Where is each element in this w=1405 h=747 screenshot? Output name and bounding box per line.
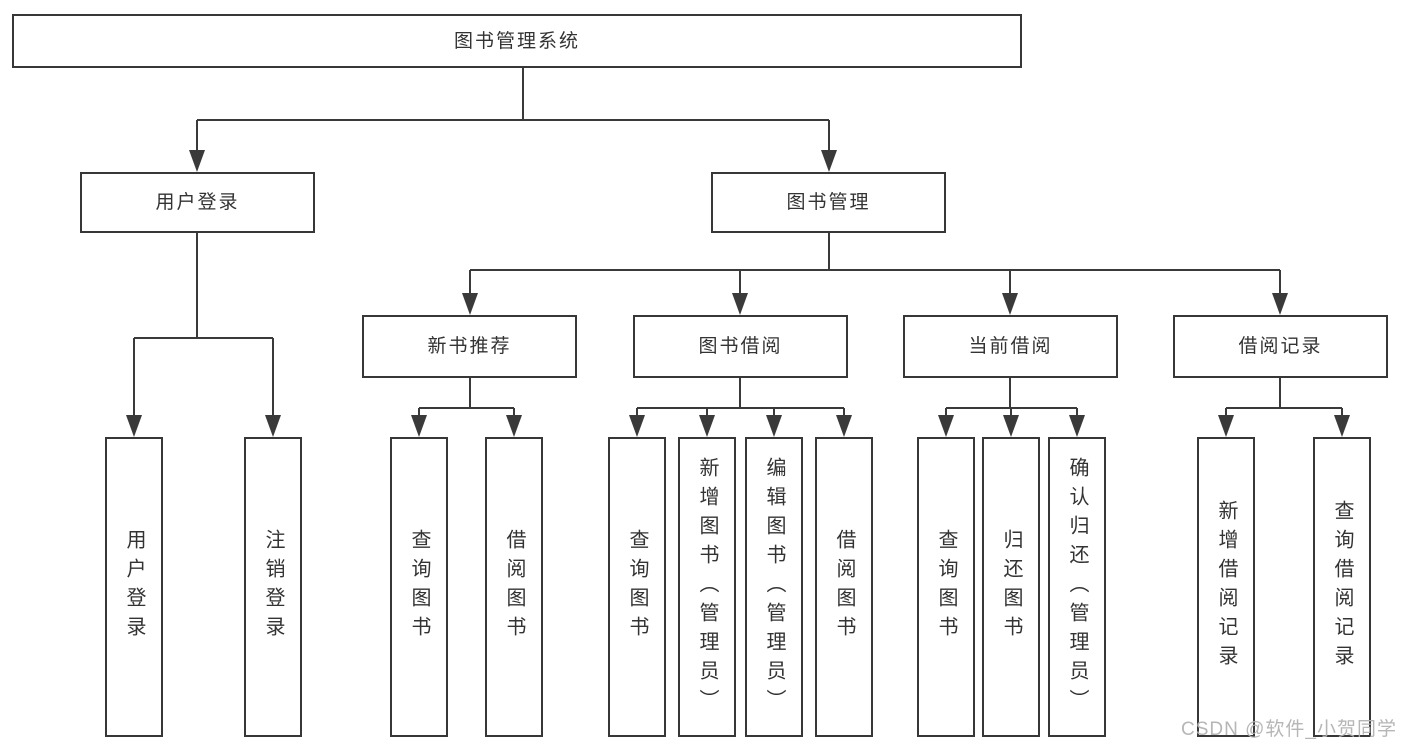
leaf-nbr-query-books: 查询图书 [390, 437, 448, 737]
leaf-cb-confirm-return-admin-label: 确认归还（管理员） [1066, 456, 1088, 718]
node-new-book-recommend-label: 新书推荐 [427, 336, 512, 357]
node-user-login-label: 用户登录 [155, 192, 240, 213]
leaf-cb-confirm-return-admin: 确认归还（管理员） [1048, 437, 1106, 737]
leaf-bb-query-books-label: 查询图书 [626, 529, 648, 645]
leaf-bb-borrow-books-label: 借阅图书 [833, 529, 855, 645]
leaf-bb-edit-books-admin-label: 编辑图书（管理员） [763, 456, 785, 718]
node-current-borrowing-label: 当前借阅 [968, 336, 1053, 357]
node-root-label: 图书管理系统 [453, 30, 580, 52]
leaf-nbr-borrow-books-label: 借阅图书 [503, 529, 525, 645]
leaf-br-query-record: 查询借阅记录 [1313, 437, 1371, 737]
leaf-logout: 注销登录 [244, 437, 302, 737]
leaf-br-add-record: 新增借阅记录 [1197, 437, 1255, 737]
leaf-bb-add-books-admin: 新增图书（管理员） [678, 437, 736, 737]
leaf-logout-label: 注销登录 [262, 529, 284, 645]
leaf-bb-borrow-books: 借阅图书 [815, 437, 873, 737]
node-current-borrowing: 当前借阅 [903, 315, 1118, 378]
node-root: 图书管理系统 [12, 14, 1022, 68]
node-book-borrowing: 图书借阅 [633, 315, 848, 378]
leaf-user-login-label: 用户登录 [123, 529, 145, 645]
leaf-user-login: 用户登录 [105, 437, 163, 737]
leaf-cb-query-books: 查询图书 [917, 437, 975, 737]
leaf-cb-query-books-label: 查询图书 [935, 529, 957, 645]
node-new-book-recommend: 新书推荐 [362, 315, 577, 378]
leaf-nbr-borrow-books: 借阅图书 [485, 437, 543, 737]
node-book-borrowing-label: 图书借阅 [698, 336, 783, 357]
leaf-cb-return-books-label: 归还图书 [1000, 529, 1022, 645]
leaf-cb-return-books: 归还图书 [982, 437, 1040, 737]
leaf-nbr-query-books-label: 查询图书 [408, 529, 430, 645]
leaf-bb-query-books: 查询图书 [608, 437, 666, 737]
leaf-bb-add-books-admin-label: 新增图书（管理员） [696, 456, 718, 718]
leaf-br-query-record-label: 查询借阅记录 [1331, 500, 1353, 674]
node-book-management: 图书管理 [711, 172, 946, 233]
node-borrowing-records-label: 借阅记录 [1238, 336, 1323, 357]
node-user-login: 用户登录 [80, 172, 315, 233]
node-borrowing-records: 借阅记录 [1173, 315, 1388, 378]
csdn-watermark: CSDN @软件_小贺同学 [1181, 719, 1397, 740]
node-book-management-label: 图书管理 [786, 192, 871, 213]
leaf-bb-edit-books-admin: 编辑图书（管理员） [745, 437, 803, 737]
leaf-br-add-record-label: 新增借阅记录 [1215, 500, 1237, 674]
